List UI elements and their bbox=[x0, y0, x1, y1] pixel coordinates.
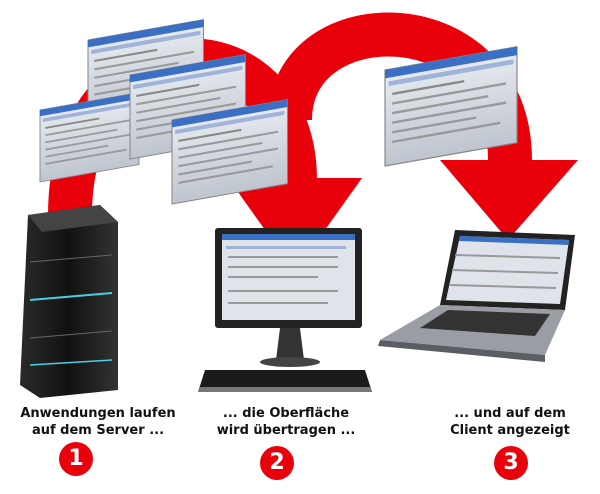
caption-line: wird übertragen ... bbox=[216, 423, 356, 438]
caption-line: ... die Oberfläche bbox=[222, 406, 350, 421]
step-3-badge: 3 bbox=[494, 446, 528, 480]
step-1-caption: Anwendungen laufen auf dem Server ... bbox=[0, 405, 198, 439]
caption-line: ... und auf dem bbox=[454, 406, 566, 421]
step-1-badge: 1 bbox=[59, 442, 93, 476]
step-2-caption: ... die Oberfläche wird übertragen ... bbox=[186, 405, 386, 439]
step-2-badge: 2 bbox=[260, 446, 294, 480]
caption-line: auf dem Server ... bbox=[31, 423, 165, 438]
laptop bbox=[378, 230, 575, 362]
desktop-monitor bbox=[198, 228, 372, 392]
caption-line: Client angezeigt bbox=[450, 423, 570, 438]
server-tower bbox=[20, 205, 118, 398]
caption-line: Anwendungen laufen bbox=[20, 406, 176, 421]
